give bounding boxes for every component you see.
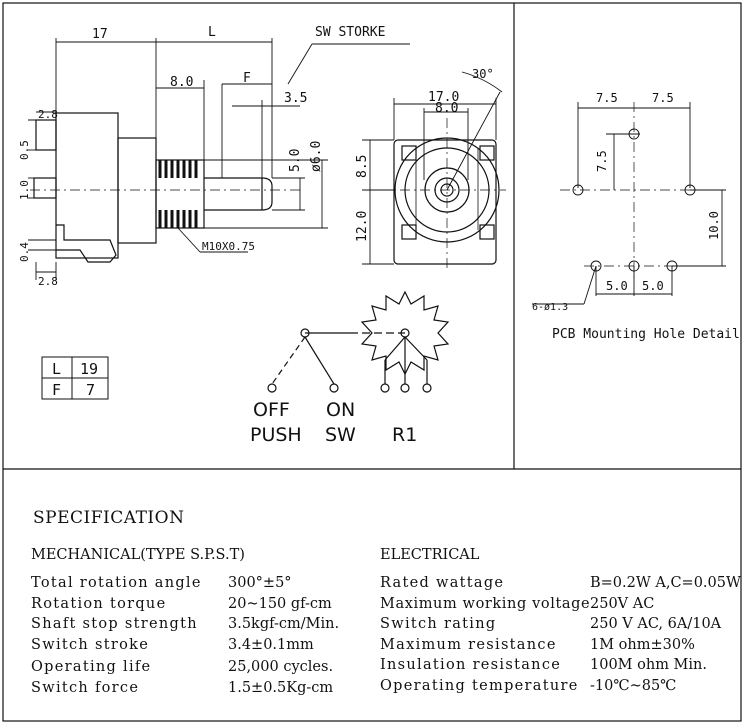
table-value-L: 19 [80, 360, 98, 378]
dim-1-0: 1.0 [18, 180, 31, 200]
front-view-labels: 17.0 8.0 30° 8.5 12.0 [355, 67, 494, 242]
dim-m10-thread: M10X0.75 [202, 240, 255, 253]
elec-label-3: Switch rating [380, 616, 497, 632]
mech-value-4: 3.4±0.1mm [228, 637, 314, 653]
elec-value-4: 1M ohm±30% [590, 637, 695, 653]
label-off: OFF [253, 399, 290, 421]
side-view-labels: 17 L SW STORKE 8.0 F 3.5 5.0 ø6.0 2.8 0.… [18, 25, 385, 288]
electrical-heading: ELECTRICAL [380, 547, 480, 563]
dim-2-8-top: 2.8 [38, 108, 58, 121]
mech-label-2: Rotation torque [31, 596, 167, 612]
dim-F: F [243, 71, 251, 86]
elec-value-5: 100M ohm Min. [590, 657, 707, 673]
dim-2-8-bottom: 2.8 [38, 275, 58, 288]
table-key-L: L [52, 360, 61, 378]
side-view [30, 112, 300, 263]
mech-value-5: 25,000 cycles. [228, 659, 334, 675]
elec-value-3: 250 V AC, 6A/10A [590, 616, 722, 632]
table-value-F: 7 [86, 381, 95, 399]
dim-17-0: 17.0 [428, 90, 459, 105]
pcb-hole-detail [532, 102, 726, 305]
dim-7-5-left: 7.5 [596, 91, 618, 105]
elec-label-4: Maximum resistance [380, 637, 557, 653]
elec-label-5: Insulation resistance [380, 657, 562, 673]
dim-L: L [208, 25, 216, 40]
mech-label-1: Total rotation angle [31, 575, 202, 591]
switch-schematic [267, 328, 350, 393]
elec-value-2: 250V AC [590, 596, 655, 612]
mech-label-5: Operating life [31, 659, 152, 675]
dim-5-0-left: 5.0 [606, 279, 628, 293]
dim-5-0-right: 5.0 [642, 279, 664, 293]
front-view-dimensions [362, 71, 503, 265]
mechanical-heading: MECHANICAL(TYPE S.P.S.T) [31, 547, 245, 563]
pcb-labels: 7.5 7.5 7.5 10.0 5.0 5.0 6-ø1.3 PCB Moun… [532, 91, 740, 342]
r1-potentiometer-symbol [350, 290, 450, 393]
label-on: ON [326, 399, 355, 421]
dim-sw-storke: SW STORKE [315, 25, 385, 40]
dim-10-0: 10.0 [707, 211, 721, 240]
pcb-detail-caption: PCB Mounting Hole Detail [552, 327, 740, 342]
mech-value-1: 300°±5° [228, 575, 292, 591]
lf-table [41, 356, 109, 400]
elec-label-1: Rated wattage [380, 575, 505, 591]
dim-8-0-front: 8.0 [435, 101, 458, 116]
dim-8: 8.0 [170, 75, 193, 90]
dim-phi6: ø6.0 [309, 141, 324, 172]
dim-0-5: 0.5 [18, 140, 31, 160]
dim-30-degree: 30° [472, 67, 494, 81]
dim-7-5-right: 7.5 [652, 91, 674, 105]
mech-value-3: 3.5kgf-cm/Min. [228, 616, 340, 632]
label-r1: R1 [392, 424, 417, 446]
table-key-F: F [52, 381, 61, 399]
dim-12-0: 12.0 [355, 211, 370, 242]
mech-value-6: 1.5±0.5Kg-cm [228, 680, 334, 696]
schematic-labels: OFF ON PUSH SW R1 [250, 399, 417, 446]
elec-value-1: B=0.2W A,C=0.05W [590, 575, 741, 591]
lf-table-text: L 19 F 7 [52, 360, 98, 399]
mech-label-6: Switch force [31, 680, 140, 696]
dim-7-5-vertical: 7.5 [595, 150, 609, 172]
elec-label-6: Operating temperature [380, 678, 579, 694]
dim-0-4: 0.4 [18, 242, 31, 262]
mech-value-2: 20~150 gf-cm [228, 596, 332, 612]
mech-label-4: Switch stroke [31, 637, 150, 653]
dim-8-5: 8.5 [355, 155, 370, 178]
label-push: PUSH [250, 424, 302, 446]
dim-3-5: 3.5 [284, 91, 307, 106]
dim-hole-size: 6-ø1.3 [532, 302, 568, 313]
label-sw: SW [325, 424, 356, 446]
spec-title: SPECIFICATION [33, 508, 185, 528]
mech-label-3: Shaft stop strength [31, 616, 198, 632]
front-view [380, 118, 506, 270]
elec-label-2: Maximum working voltage [380, 596, 591, 612]
dim-5: 5.0 [288, 149, 303, 172]
dim-17: 17 [92, 27, 108, 42]
side-view-dimensions [28, 38, 410, 280]
elec-value-6: -10℃~85℃ [590, 678, 677, 694]
